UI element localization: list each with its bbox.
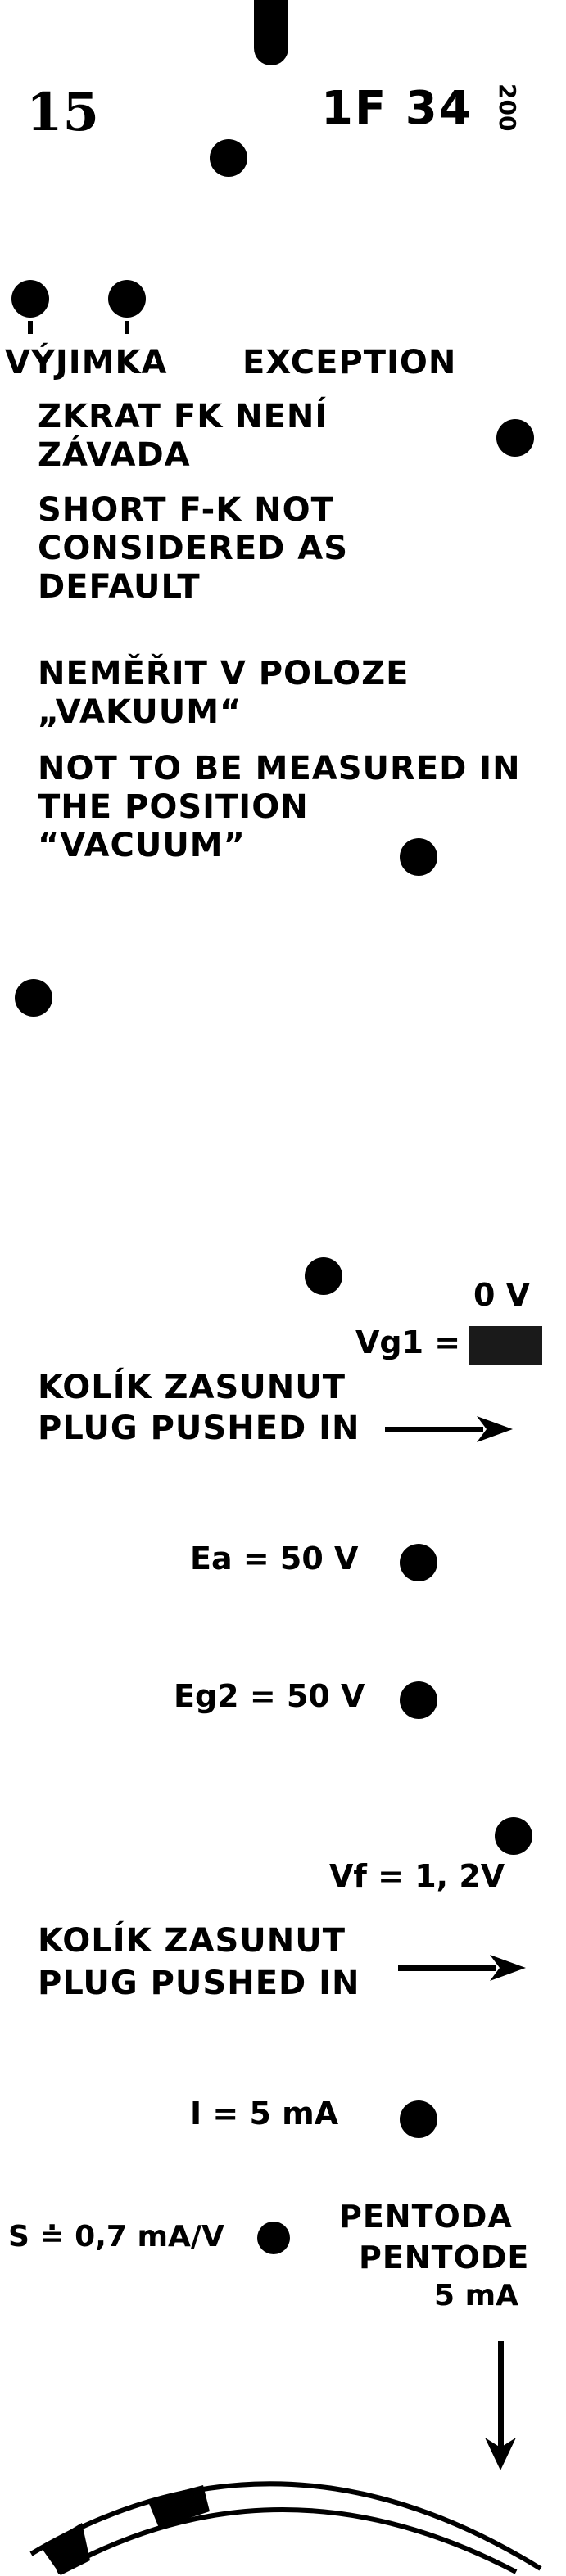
arrow-right-icon [398, 1955, 526, 1981]
punch-hole [400, 2100, 437, 2138]
punch-hole [496, 419, 534, 457]
vf-label: Vf = 1, 2V [329, 1858, 505, 1894]
exception-label-en: EXCEPTION [242, 344, 457, 381]
tube-type: 1F 34 [321, 82, 473, 135]
punch-hole [257, 2222, 290, 2254]
vg1-label: Vg1 = [355, 1324, 461, 1360]
exception-short-en: SHORT F-K NOT CONSIDERED AS DEFAULT [38, 491, 349, 607]
punch-hole [495, 1817, 532, 1855]
plug-label-cz: KOLÍK ZASUNUT [38, 1369, 346, 1406]
type-label-en: PENTODE [359, 2240, 530, 2276]
eg2-label: Eg2 = 50 V [174, 1678, 365, 1714]
punch-hole [400, 838, 437, 876]
punch-hole [210, 139, 247, 177]
pin-marker [28, 321, 33, 334]
pin-marker [125, 321, 129, 334]
plug-label-en: PLUG PUSHED IN [38, 1965, 360, 2002]
plug-label-en: PLUG PUSHED IN [38, 1410, 360, 1447]
current-label: I = 5 mA [190, 2096, 339, 2132]
slope-label: S ≐ 0,7 mA/V [8, 2220, 224, 2253]
exception-vacuum-cz: NEMĚŘIT V POLOZE „VAKUUM“ [38, 655, 410, 732]
side-code: 200 [494, 83, 521, 132]
vg1-window [469, 1326, 542, 1365]
plug-label-cz: KOLÍK ZASUNUT [38, 1922, 346, 1960]
exception-vacuum-en: NOT TO BE MEASURED IN THE POSITION “VACU… [38, 750, 521, 865]
type-label-cz: PENTODA [339, 2199, 513, 2235]
punch-hole [305, 1257, 342, 1295]
pin-hole [108, 280, 146, 318]
arrow-down-icon [485, 2341, 516, 2470]
top-tab [254, 0, 288, 65]
punch-hole [400, 1544, 437, 1581]
arrow-right-icon [385, 1416, 513, 1442]
pin-hole [11, 280, 49, 318]
vg1-zero-label: 0 V [473, 1277, 531, 1313]
bottom-window [29, 2481, 542, 2575]
punch-hole [400, 1681, 437, 1719]
exception-short-cz: ZKRAT FK NENÍ ZÁVADA [38, 398, 328, 475]
card-number: 15 [26, 82, 100, 143]
exception-label-cz: VÝJIMKA [5, 344, 168, 381]
type-current: 5 mA [434, 2279, 518, 2312]
punch-hole [15, 979, 52, 1017]
ea-label: Ea = 50 V [190, 1541, 359, 1577]
